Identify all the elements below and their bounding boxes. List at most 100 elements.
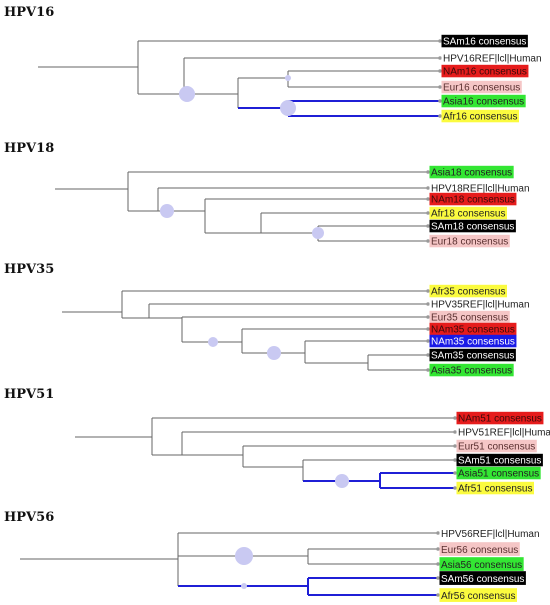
leaf-label-background bbox=[441, 34, 528, 48]
leaf-label: Asia51 consensus bbox=[458, 469, 539, 480]
tip-dot bbox=[453, 458, 457, 462]
leaf-label: HPV56REF|lcl|Human bbox=[441, 529, 540, 540]
tip-dot bbox=[426, 289, 430, 293]
leaf-label: Eur35 consensus bbox=[431, 313, 508, 324]
node-support-marker bbox=[235, 547, 253, 565]
node-support-marker bbox=[241, 583, 247, 589]
leaf-label-background bbox=[429, 181, 532, 195]
leaf-label-background bbox=[456, 439, 537, 453]
tip-dot bbox=[436, 531, 440, 535]
node-support-marker bbox=[280, 100, 296, 116]
leaf-label: HPV35REF|lcl|Human bbox=[431, 300, 530, 311]
tip-dot bbox=[438, 39, 442, 43]
tip-dot bbox=[426, 353, 430, 357]
tip-dot bbox=[436, 562, 440, 566]
leaf-label: Eur56 consensus bbox=[441, 545, 518, 556]
leaf-label-background bbox=[429, 363, 514, 377]
leaf-label: Asia18 consensus bbox=[431, 168, 512, 179]
node-support-marker bbox=[179, 86, 195, 102]
node-support-marker bbox=[312, 227, 324, 239]
tree-panel-hpv18: HPV18 Asia18 consensus HPV18REF|lcl|Huma… bbox=[4, 141, 532, 248]
leaf-label: Eur18 consensus bbox=[431, 237, 508, 248]
tip-dot bbox=[453, 430, 457, 434]
leaf-label: SAm35 consensus bbox=[431, 351, 514, 362]
leaf-label-background bbox=[429, 348, 516, 362]
tree-branches-hpv16 bbox=[38, 40, 440, 108]
leaf-label: NAm35 consensus bbox=[431, 337, 515, 348]
leaf-label: Afr51 consensus bbox=[458, 484, 533, 495]
node-support-marker bbox=[267, 346, 281, 360]
leaf-label-background bbox=[456, 425, 548, 439]
tip-dot bbox=[436, 576, 440, 580]
leaf-label-background bbox=[439, 557, 524, 571]
tip-dot bbox=[453, 416, 457, 420]
leaf-label-background bbox=[441, 64, 529, 78]
panel-title-hpv51: HPV51 bbox=[4, 387, 54, 402]
tip-dot bbox=[438, 85, 442, 89]
tree-branches-hpv18 bbox=[55, 171, 428, 242]
leaf-label: Asia56 consensus bbox=[441, 560, 522, 571]
leaf-label-background bbox=[456, 453, 543, 467]
tip-dot bbox=[426, 315, 430, 319]
tip-dot bbox=[436, 547, 440, 551]
tip-dot bbox=[426, 327, 430, 331]
highlighted-clade-hpv51 bbox=[303, 472, 455, 489]
leaf-label-background bbox=[441, 51, 544, 65]
leaf-label: Asia16 consensus bbox=[443, 97, 524, 108]
tip-dot bbox=[438, 56, 442, 60]
leaf-label: NAm35 consensus bbox=[431, 325, 515, 336]
panel-title-hpv56: HPV56 bbox=[4, 510, 54, 525]
node-support-marker bbox=[208, 337, 218, 347]
node-support-marker bbox=[160, 204, 174, 218]
leaf-label: NAm51 consensus bbox=[458, 414, 542, 425]
tree-branches-hpv35 bbox=[62, 290, 428, 371]
tip-dot bbox=[453, 444, 457, 448]
tip-dot bbox=[438, 99, 442, 103]
leaf-label-background bbox=[429, 284, 507, 298]
tip-dot bbox=[426, 224, 430, 228]
tip-dot bbox=[426, 302, 430, 306]
leaf-label-background bbox=[456, 466, 541, 480]
panel-title-hpv35: HPV35 bbox=[4, 262, 54, 277]
highlighted-clade-hpv16 bbox=[238, 100, 440, 117]
tip-dot bbox=[426, 368, 430, 372]
tree-branches-hpv56 bbox=[20, 532, 438, 586]
panel-title-hpv18: HPV18 bbox=[4, 141, 54, 156]
tip-dot bbox=[426, 239, 430, 243]
leaf-label: SAm51 consensus bbox=[458, 456, 541, 467]
leaf-label: SAm16 consensus bbox=[443, 37, 526, 48]
leaf-labels-hpv51: NAm51 consensus HPV51REF|lcl|Human Eur51… bbox=[453, 411, 550, 495]
leaf-label: Asia35 consensus bbox=[431, 366, 512, 377]
tip-dot bbox=[453, 471, 457, 475]
leaf-label: Eur16 consensus bbox=[443, 83, 520, 94]
tip-dot bbox=[426, 339, 430, 343]
leaf-label: NAm16 consensus bbox=[443, 67, 527, 78]
leaf-label-background bbox=[429, 192, 517, 206]
leaf-label-background bbox=[441, 109, 519, 123]
leaf-labels-hpv16: SAm16 consensus HPV16REF|lcl|Human NAm16… bbox=[438, 34, 544, 123]
leaf-label: Afr56 consensus bbox=[441, 591, 516, 602]
node-support-marker bbox=[285, 75, 291, 81]
panel-title-hpv16: HPV16 bbox=[4, 5, 54, 20]
highlighted-clade-hpv56 bbox=[178, 577, 438, 596]
leaf-label: Afr35 consensus bbox=[431, 287, 506, 298]
leaf-label: HPV16REF|lcl|Human bbox=[443, 54, 542, 65]
leaf-label-background bbox=[456, 411, 544, 425]
leaf-label-background bbox=[429, 297, 532, 311]
tree-panel-hpv51: HPV51 NAm51 consensus HPV51REF|lcl|Human… bbox=[4, 387, 550, 495]
tip-dot bbox=[453, 486, 457, 490]
leaf-label-background bbox=[441, 94, 526, 108]
leaf-label-background bbox=[439, 571, 526, 585]
leaf-labels-hpv18: Asia18 consensus HPV18REF|lcl|Human NAm1… bbox=[426, 165, 532, 248]
leaf-label-background bbox=[429, 219, 516, 233]
leaf-label: SAm18 consensus bbox=[431, 222, 514, 233]
node-support-marker bbox=[335, 474, 349, 488]
leaf-label-background bbox=[441, 80, 522, 94]
tip-dot bbox=[426, 211, 430, 215]
tip-dot bbox=[426, 186, 430, 190]
leaf-label-background bbox=[429, 165, 514, 179]
leaf-labels-hpv35: Afr35 consensus HPV35REF|lcl|Human Eur35… bbox=[426, 284, 532, 377]
leaf-label-background bbox=[439, 542, 520, 556]
tip-dot bbox=[426, 170, 430, 174]
